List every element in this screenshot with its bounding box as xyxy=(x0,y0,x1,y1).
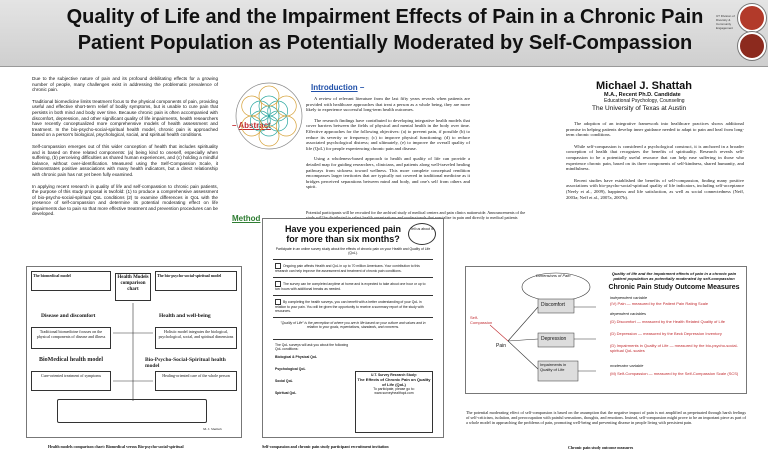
impairments-node: Impairments in Quality of Life xyxy=(540,362,567,372)
division-seal-icon xyxy=(738,32,766,60)
introduction-heading: Introduction – xyxy=(311,83,365,92)
outcome-measures-figure: Dimensions of Pain Discomfort Depression… xyxy=(465,266,747,394)
biomedical-box-1: Traditional biomedicine focuses on the p… xyxy=(31,327,111,349)
author-degree: M.A., Recent Ph.D. Candidate xyxy=(604,92,681,98)
flyer-speech-bubble: Tell us about it! xyxy=(408,223,436,245)
introduction-paragraph: The research findings have contributed t… xyxy=(306,117,470,151)
discomfort-node: Discomfort xyxy=(541,302,565,308)
figure1-bottom-box xyxy=(57,399,207,423)
dimensions-label: Dimensions of Pain xyxy=(536,273,571,278)
abstract-paragraph: Traditional biomedicine limits treatment… xyxy=(32,98,218,138)
flyer-intro: Participate in an online survey study ab… xyxy=(275,247,431,255)
measure-row: (D) Depression — measured by the Beck De… xyxy=(610,331,722,336)
conclusion-text: The potential moderating effect of self-… xyxy=(466,410,746,425)
figure1-caption: Health models comparison chart: Biomedic… xyxy=(48,444,184,449)
ut-study-box: U.T. Survey Research Study: The Effects … xyxy=(355,371,433,433)
figure1-signature: M. J. Shattah xyxy=(203,427,222,431)
author-university: The University of Texas at Austin xyxy=(592,105,687,112)
author-block: Michael J. Shattah M.A., Recent Ph.D. Ca… xyxy=(592,80,706,112)
figure3-caption: Chronic pain study outcome measures xyxy=(568,445,634,450)
biomedical-model-label: BioMedical health model xyxy=(39,357,103,363)
bpss-model-label: Bio-Psycho-Social-Spiritual health model xyxy=(145,357,226,369)
measure-row: (D) Impairments in Quality of Life — mea… xyxy=(610,343,738,353)
flyer-item: By completing the health surveys, you ca… xyxy=(275,299,424,313)
flyer-domain: Psychological QoL xyxy=(275,367,306,371)
center-title-box: Health Models comparison chart xyxy=(115,273,151,301)
abstract-paragraph: Self-compassion emerges out of this wide… xyxy=(32,143,218,177)
abstract-text: Due to the subjective nature of pain and… xyxy=(32,76,218,223)
measures-heading: independent variable xyxy=(610,295,648,300)
flyer-domain: Social QoL xyxy=(275,379,293,383)
flower-of-life-icon xyxy=(235,82,303,150)
flyer-divider xyxy=(273,295,433,296)
seal-caption: UT Division of Diversity & Community Eng… xyxy=(716,14,735,30)
flyer-item: The survey can be completed anytime at h… xyxy=(275,281,426,291)
measures-heading: moderator variable xyxy=(610,363,644,368)
discussion-text: The adoption of an integrative framework… xyxy=(566,121,744,206)
ut-study-link[interactable]: To participate, please go to: www.survey… xyxy=(373,387,415,396)
flyer-domains-intro: The QoL surveys will ask you about the f… xyxy=(275,343,349,351)
disease-label: Disease and discomfort xyxy=(41,313,96,319)
poster-title: Quality of Life and the Impairment Effec… xyxy=(66,6,704,54)
author-name: Michael J. Shattah xyxy=(596,80,692,92)
flyer-divider xyxy=(273,317,433,318)
flyer-divider xyxy=(273,277,433,278)
flyer-item: Ongoing pain affects Health and QoL in u… xyxy=(275,263,420,273)
pain-node: Pain xyxy=(496,343,507,349)
health-label: Health and well-being xyxy=(159,313,211,319)
discussion-paragraph: While self-compassion is considered a ps… xyxy=(566,143,744,172)
figure3-title: Chronic Pain Study Outcome Measures xyxy=(608,284,740,291)
introduction-text: A review of relevant literature from the… xyxy=(306,96,470,195)
bpss-box-2: Healing-oriented care of the whole perso… xyxy=(155,371,237,391)
abstract-heading: – Abstract xyxy=(232,121,271,130)
ut-study-title: U.T. Survey Research Study: xyxy=(371,373,417,377)
university-seal-icon xyxy=(738,4,766,32)
figure1-connectors xyxy=(113,303,153,401)
flyer-domain: Spiritual QoL xyxy=(275,391,297,395)
flyer-divider xyxy=(273,339,433,340)
measure-row: (IV) Pain — measured by the Patient Pain… xyxy=(610,301,709,306)
measure-row: (D) Discomfort — measured by the Health … xyxy=(610,319,725,324)
flyer-quote: "Quality of Life" is the perception of w… xyxy=(280,321,426,329)
depression-node: Depression xyxy=(541,336,567,342)
abstract-paragraph: In applying recent research in quality o… xyxy=(32,183,218,217)
biomedical-title-box: The biomedical model xyxy=(31,271,111,291)
author-department: Educational Psychology, Counseling xyxy=(604,98,685,104)
self-compassion-node: Self-Compassion xyxy=(470,315,493,325)
bpss-title-box: The bio-psycho-social-spiritual model xyxy=(155,271,237,291)
flyer-divider xyxy=(273,259,433,260)
discussion-paragraph: Recent studies have established the bene… xyxy=(566,177,744,200)
flyer-domain: Biological & Physical QoL xyxy=(275,355,318,359)
abstract-paragraph: Due to the subjective nature of pain and… xyxy=(32,76,218,93)
recruitment-flyer-figure: Have you experienced pain for more than … xyxy=(262,218,444,438)
figure2-caption: Self-compassion and chronic pain study p… xyxy=(262,444,389,449)
introduction-paragraph: A review of relevant literature from the… xyxy=(306,96,470,113)
figure3-header: Quality of life and the impairment effec… xyxy=(611,271,737,281)
measure-row: (M) Self-Compassion — measured by the Se… xyxy=(610,371,739,376)
discussion-paragraph: The adoption of an integrative framework… xyxy=(566,121,744,138)
poster-header: Quality of Life and the Impairment Effec… xyxy=(0,0,768,67)
measures-heading: dependent variables xyxy=(610,311,647,316)
health-models-figure: The biomedical model The bio-psycho-soci… xyxy=(26,266,242,438)
ut-study-name: The Effects of Chronic Pain on Quality o… xyxy=(357,377,431,388)
moderation-diagram xyxy=(489,272,596,382)
introduction-paragraph: Using a wholeness-based approach to heal… xyxy=(306,156,470,190)
bpss-box-1: Holistic model integrates the biological… xyxy=(155,327,237,349)
biomedical-box-2: Cure-oriented treatment of symptoms xyxy=(31,371,111,391)
flyer-question: Have you experienced pain for more than … xyxy=(284,224,402,244)
